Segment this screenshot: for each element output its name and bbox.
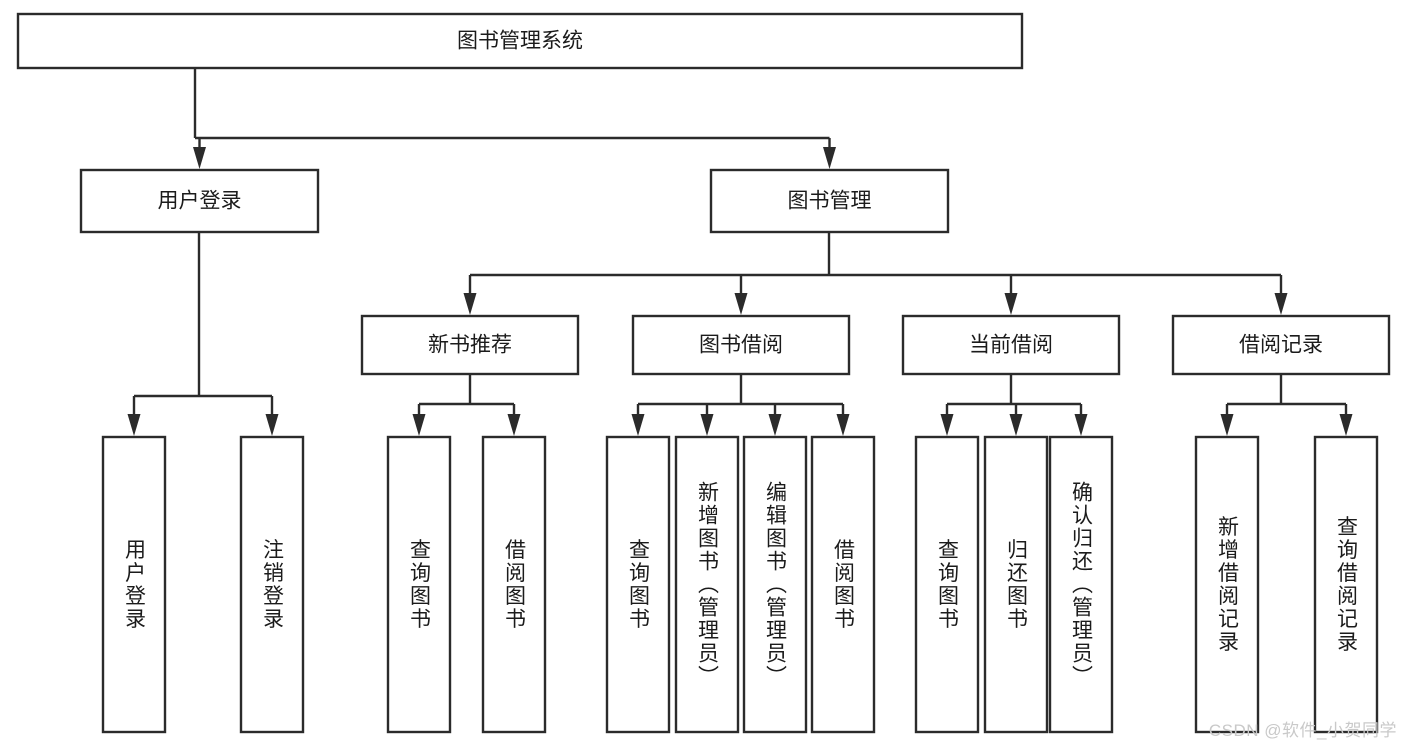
node-leaf-new-query[interactable]: 查询图书 xyxy=(386,435,452,734)
arrow-head-icon xyxy=(836,414,850,436)
arrow-head-icon xyxy=(700,414,714,436)
node-bookmgr[interactable]: 图书管理 xyxy=(709,168,950,234)
node-label: 用户登录 xyxy=(123,539,147,631)
node-leaf-borrow-lend[interactable]: 借阅图书 xyxy=(810,435,876,734)
node-label: 查询图书 xyxy=(408,539,432,631)
node-box xyxy=(983,435,1049,734)
node-box xyxy=(79,168,320,234)
node-box xyxy=(914,435,980,734)
arrow-head-icon xyxy=(127,414,141,436)
node-box xyxy=(605,435,671,734)
node-box xyxy=(1313,435,1379,734)
connectors-layer xyxy=(127,68,1353,436)
node-label: 确认归还（管理员） xyxy=(1070,481,1094,688)
node-label: 借阅记录 xyxy=(1239,334,1323,357)
arrow-head-icon xyxy=(631,414,645,436)
node-label: 借阅图书 xyxy=(832,539,856,631)
node-label: 查询图书 xyxy=(627,539,651,631)
node-box xyxy=(16,12,1024,70)
arrow-head-icon xyxy=(823,147,836,169)
node-box xyxy=(1171,314,1391,376)
nodes-layer: 图书管理系统用户登录图书管理新书推荐图书借阅当前借阅借阅记录用户登录注销登录查询… xyxy=(16,12,1391,734)
node-box xyxy=(386,435,452,734)
arrow-head-icon xyxy=(463,293,477,315)
arrow-head-icon xyxy=(1274,293,1288,315)
node-label: 用户登录 xyxy=(158,190,242,213)
node-leaf-new-borrow[interactable]: 借阅图书 xyxy=(481,435,547,734)
arrow-head-icon xyxy=(265,414,279,436)
node-box xyxy=(631,314,851,376)
node-box xyxy=(360,314,580,376)
node-box xyxy=(810,435,876,734)
node-leaf-borrow-add[interactable]: 新增图书（管理员） xyxy=(674,435,740,734)
node-box xyxy=(1194,435,1260,734)
node-box xyxy=(481,435,547,734)
arrow-head-icon xyxy=(768,414,782,436)
node-label: 图书借阅 xyxy=(699,334,783,357)
node-label: 图书管理 xyxy=(788,190,872,213)
node-leaf-user-login[interactable]: 用户登录 xyxy=(101,435,167,734)
node-leaf-current-return[interactable]: 归还图书 xyxy=(983,435,1049,734)
node-label: 注销登录 xyxy=(261,539,285,631)
node-leaf-record-add[interactable]: 新增借阅记录 xyxy=(1194,435,1260,734)
node-label: 借阅图书 xyxy=(503,539,527,631)
node-label: 查询借阅记录 xyxy=(1335,516,1359,654)
node-newbook[interactable]: 新书推荐 xyxy=(360,314,580,376)
node-label: 归还图书 xyxy=(1005,539,1029,631)
node-leaf-record-query[interactable]: 查询借阅记录 xyxy=(1313,435,1379,734)
arrow-head-icon xyxy=(1339,414,1353,436)
arrow-head-icon xyxy=(734,293,748,315)
arrow-head-icon xyxy=(1009,414,1023,436)
node-current[interactable]: 当前借阅 xyxy=(901,314,1121,376)
arrow-head-icon xyxy=(1074,414,1088,436)
node-box xyxy=(101,435,167,734)
arrow-head-icon xyxy=(412,414,426,436)
node-box xyxy=(709,168,950,234)
node-box xyxy=(901,314,1121,376)
node-label: 新增图书（管理员） xyxy=(696,481,720,688)
node-borrow[interactable]: 图书借阅 xyxy=(631,314,851,376)
node-leaf-current-query[interactable]: 查询图书 xyxy=(914,435,980,734)
node-box xyxy=(742,435,808,734)
node-leaf-user-logout[interactable]: 注销登录 xyxy=(239,435,305,734)
node-label: 当前借阅 xyxy=(969,334,1053,357)
node-label: 新书推荐 xyxy=(428,334,512,357)
node-label: 图书管理系统 xyxy=(457,30,583,53)
arrow-head-icon xyxy=(193,147,206,169)
arrow-head-icon xyxy=(507,414,521,436)
node-box xyxy=(674,435,740,734)
arrow-head-icon xyxy=(1220,414,1234,436)
node-records[interactable]: 借阅记录 xyxy=(1171,314,1391,376)
node-label: 查询图书 xyxy=(936,539,960,631)
node-box xyxy=(239,435,305,734)
node-label: 编辑图书（管理员） xyxy=(764,481,788,688)
node-login[interactable]: 用户登录 xyxy=(79,168,320,234)
node-leaf-borrow-query[interactable]: 查询图书 xyxy=(605,435,671,734)
node-leaf-current-confirm[interactable]: 确认归还（管理员） xyxy=(1048,435,1114,734)
node-label: 新增借阅记录 xyxy=(1216,516,1240,654)
node-leaf-borrow-edit[interactable]: 编辑图书（管理员） xyxy=(742,435,808,734)
arrow-head-icon xyxy=(940,414,954,436)
node-root[interactable]: 图书管理系统 xyxy=(16,12,1024,70)
node-box xyxy=(1048,435,1114,734)
arrow-head-icon xyxy=(1004,293,1018,315)
